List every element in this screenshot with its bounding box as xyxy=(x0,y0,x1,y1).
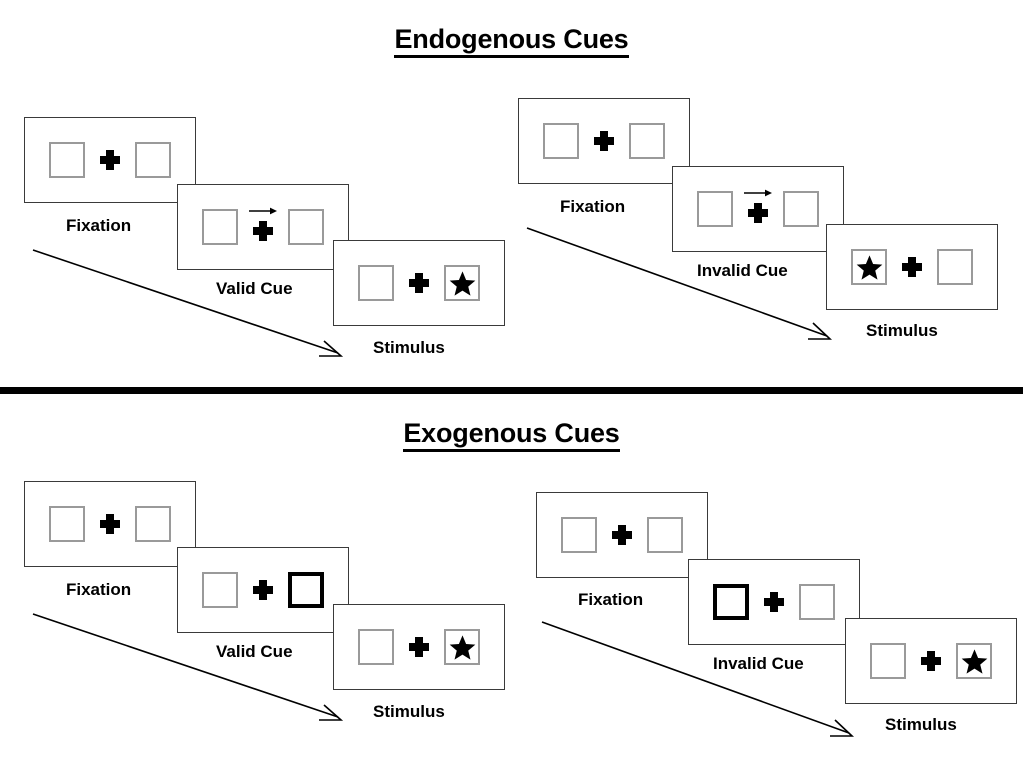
fixation-cross-icon xyxy=(252,572,274,608)
caption-endogenous-valid-cue: Valid Cue xyxy=(216,279,293,298)
fixation-cross-icon xyxy=(408,265,430,301)
box-right xyxy=(956,643,992,679)
arrow-right-cue-icon xyxy=(248,205,278,217)
box-right-cued xyxy=(288,572,324,608)
fixation-cross-icon xyxy=(408,629,430,665)
box-right xyxy=(135,142,171,178)
frame-endogenous-valid-cue xyxy=(177,184,349,270)
arrow-right-cue-icon xyxy=(743,187,773,199)
star-icon xyxy=(449,270,476,297)
box-left xyxy=(49,506,85,542)
section-title-endogenous-text: Endogenous Cues xyxy=(394,24,629,59)
box-left xyxy=(870,643,906,679)
box-left xyxy=(202,209,238,245)
box-right xyxy=(444,629,480,665)
box-left xyxy=(49,142,85,178)
box-right xyxy=(135,506,171,542)
box-right xyxy=(799,584,835,620)
section-title-exogenous-text: Exogenous Cues xyxy=(403,418,620,453)
frame-endogenous-valid-stimulus xyxy=(333,240,505,326)
star-icon xyxy=(856,254,883,281)
box-left-cued xyxy=(713,584,749,620)
frame-exogenous-invalid-fixation xyxy=(536,492,708,578)
box-right xyxy=(444,265,480,301)
fixation-cross-icon xyxy=(99,506,121,542)
caption-exogenous-invalid-cue: Invalid Cue xyxy=(713,654,804,673)
frame-endogenous-valid-fixation xyxy=(24,117,196,203)
star-icon xyxy=(449,634,476,661)
box-left xyxy=(543,123,579,159)
box-right xyxy=(647,517,683,553)
frame-endogenous-invalid-cue xyxy=(672,166,844,252)
caption-exogenous-invalid-fixation: Fixation xyxy=(578,590,644,609)
fixation-cross-icon xyxy=(593,123,615,159)
caption-endogenous-invalid-stimulus: Stimulus xyxy=(866,321,938,340)
box-right xyxy=(783,191,819,227)
frame-exogenous-invalid-cue xyxy=(688,559,860,645)
section-divider xyxy=(0,387,1023,394)
fixation-cross-icon xyxy=(763,584,785,620)
frame-endogenous-invalid-stimulus xyxy=(826,224,998,310)
caption-exogenous-valid-cue: Valid Cue xyxy=(216,642,293,661)
caption-exogenous-valid-stimulus: Stimulus xyxy=(373,702,445,721)
frame-exogenous-valid-stimulus xyxy=(333,604,505,690)
fixation-cross-icon xyxy=(611,517,633,553)
fixation-cross-icon xyxy=(99,142,121,178)
box-left xyxy=(358,265,394,301)
box-right xyxy=(937,249,973,285)
frame-exogenous-invalid-stimulus xyxy=(845,618,1017,704)
caption-endogenous-invalid-fixation: Fixation xyxy=(560,197,626,216)
box-left xyxy=(697,191,733,227)
caption-endogenous-invalid-cue: Invalid Cue xyxy=(697,261,788,280)
frame-exogenous-valid-cue xyxy=(177,547,349,633)
fixation-cross-icon xyxy=(744,189,772,227)
fixation-cross-icon xyxy=(249,207,277,245)
box-left xyxy=(202,572,238,608)
box-right xyxy=(629,123,665,159)
box-left xyxy=(851,249,887,285)
caption-exogenous-invalid-stimulus: Stimulus xyxy=(885,715,957,734)
section-exogenous: Exogenous Cues Fixation xyxy=(0,392,1023,767)
caption-exogenous-valid-fixation: Fixation xyxy=(66,580,132,599)
frame-exogenous-valid-fixation xyxy=(24,481,196,567)
fixation-cross-icon xyxy=(901,249,923,285)
box-right xyxy=(288,209,324,245)
frame-endogenous-invalid-fixation xyxy=(518,98,690,184)
caption-endogenous-valid-stimulus: Stimulus xyxy=(373,338,445,357)
fixation-cross-icon xyxy=(920,643,942,679)
section-title-exogenous: Exogenous Cues xyxy=(0,418,1023,453)
section-endogenous: Endogenous Cues Fixation xyxy=(0,24,1023,357)
box-left xyxy=(561,517,597,553)
section-title-endogenous: Endogenous Cues xyxy=(0,24,1023,59)
caption-endogenous-valid-fixation: Fixation xyxy=(66,216,132,235)
box-left xyxy=(358,629,394,665)
star-icon xyxy=(961,648,988,675)
